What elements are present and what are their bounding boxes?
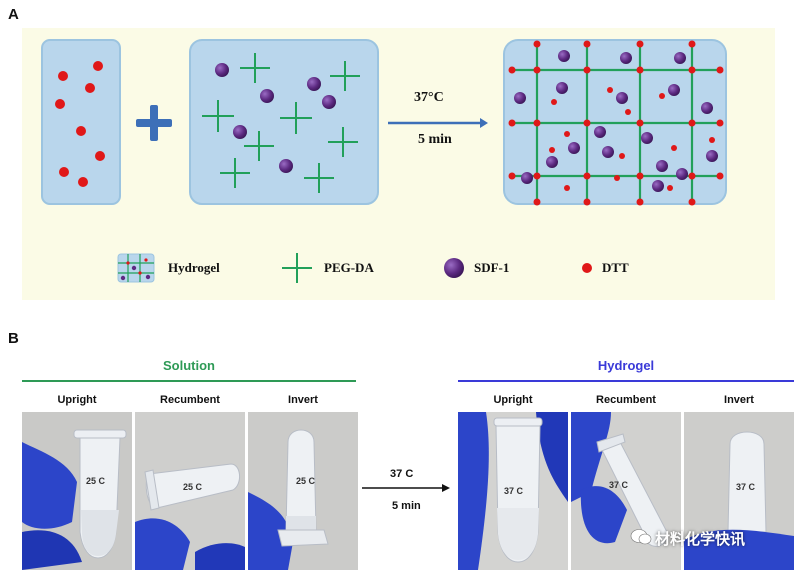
dtt-solution-box <box>41 39 121 205</box>
hydrogel-group-title: Hydrogel <box>597 358 655 373</box>
hydrogel-upright-label: Upright <box>493 394 533 406</box>
hydrogel-underline <box>458 380 794 382</box>
hydrogel-invert-label: Invert <box>724 394 754 406</box>
plus-icon <box>136 105 172 141</box>
panel-b-letter: B <box>8 330 19 347</box>
hydrogel-recumbent-temp: 37 C <box>609 480 629 490</box>
solution-invert-temp: 25 C <box>296 476 316 486</box>
arrow-temperature-label: 37°C <box>414 90 444 105</box>
solution-recumbent-temp: 25 C <box>183 482 203 492</box>
hydrogel-recumbent-photo: 37 C <box>571 412 681 570</box>
transition-temperature-label: 37 C <box>390 468 414 480</box>
schematic-svg <box>41 39 727 283</box>
hydrogel-upright-photo: 37 C <box>458 412 568 570</box>
solution-invert-photo: 25 C <box>248 412 358 570</box>
legend-sdf1-label: SDF-1 <box>474 260 510 275</box>
solution-group-title: Solution <box>163 358 215 373</box>
sdf1-legend-icon <box>444 258 464 278</box>
solution-recumbent-photo: 25 C <box>135 412 245 570</box>
pegda-legend-icon <box>282 253 312 283</box>
legend-dtt-label: DTT <box>602 260 629 275</box>
hydrogel-recumbent-label: Recumbent <box>596 394 656 406</box>
solution-underline <box>22 380 356 382</box>
solution-invert-label: Invert <box>288 394 318 406</box>
watermark-text: 材料化学快讯 <box>655 530 746 548</box>
hydrogel-legend-icon <box>117 253 155 283</box>
hydrogel-invert-temp: 37 C <box>736 482 756 492</box>
solution-upright-photo: 25 C <box>22 412 132 570</box>
hydrogel-network-box <box>503 39 727 206</box>
hydrogel-invert-photo: 37 C <box>684 412 794 570</box>
solution-upright-label: Upright <box>57 394 97 406</box>
arrow-time-label: 5 min <box>418 132 452 147</box>
legend-hydrogel-label: Hydrogel <box>168 260 220 275</box>
legend-pegda-label: PEG-DA <box>324 260 374 275</box>
transition-arrow <box>362 484 450 492</box>
wechat-icon <box>630 528 652 551</box>
transition-time-label: 5 min <box>392 500 421 512</box>
solution-upright-temp: 25 C <box>86 476 106 486</box>
reaction-arrow <box>388 118 488 128</box>
pegda-sdf1-box <box>189 39 379 205</box>
panel-a-letter: A <box>8 6 19 23</box>
panel-a-schematic: 37°C 5 min Hydrogel PEG-DA SDF-1 DTT <box>22 28 775 300</box>
solution-recumbent-label: Recumbent <box>160 394 220 406</box>
hydrogel-upright-temp: 37 C <box>504 486 524 496</box>
dtt-legend-icon <box>582 263 592 273</box>
